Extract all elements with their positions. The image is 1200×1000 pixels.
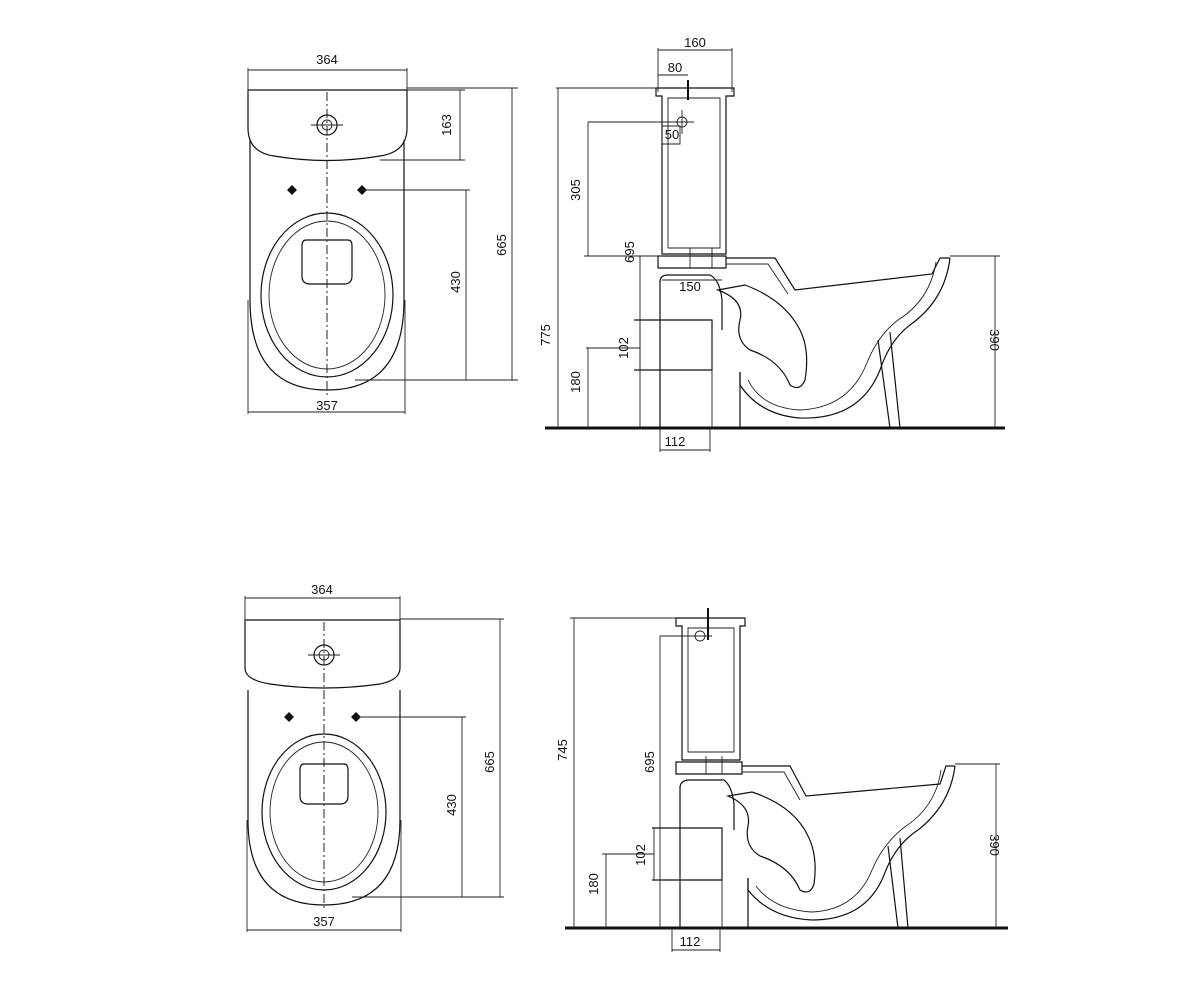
bowl-opening bbox=[301, 239, 353, 285]
top-view-2: 364 430 665 357 bbox=[244, 582, 504, 932]
trapway bbox=[725, 791, 816, 893]
dim-tank-width: 364 bbox=[316, 52, 338, 67]
bowl-foot bbox=[899, 837, 909, 929]
cistern-base bbox=[657, 255, 727, 269]
toilet-body-outline bbox=[247, 690, 401, 906]
cistern-outline bbox=[244, 619, 401, 689]
cistern-base bbox=[675, 761, 743, 775]
dim-seat-height: 390 bbox=[987, 329, 1002, 351]
bowl-opening bbox=[299, 763, 349, 805]
seat-ring-inner bbox=[268, 220, 386, 370]
bowl-rim-inner bbox=[742, 771, 801, 801]
dim-outlet-height: 180 bbox=[586, 873, 601, 895]
dim-tank-depth: 163 bbox=[439, 114, 454, 136]
bowl-foot bbox=[889, 331, 901, 429]
dim-seat-height: 390 bbox=[987, 834, 1002, 856]
dim-overall-height: 775 bbox=[538, 324, 553, 346]
fixing-hole-left bbox=[287, 185, 297, 195]
dim-overall-depth: 665 bbox=[482, 751, 497, 773]
bowl-foot-inner bbox=[887, 845, 899, 929]
bowl-rim bbox=[742, 765, 955, 797]
bowl-outer bbox=[747, 765, 956, 921]
outlet-pipe bbox=[634, 319, 713, 371]
dim-box bbox=[661, 125, 681, 145]
dim-bowl-width: 357 bbox=[313, 914, 335, 929]
dim-tank-width: 364 bbox=[311, 582, 333, 597]
dim-overall-depth: 665 bbox=[494, 234, 509, 256]
dim-outlet-offset: 150 bbox=[679, 279, 701, 294]
trapway bbox=[715, 284, 808, 389]
pedestal-curve bbox=[679, 779, 735, 830]
bowl-outer-inner bbox=[747, 261, 937, 411]
dim-cistern-depth: 160 bbox=[684, 35, 706, 50]
bowl-outer-inner bbox=[755, 769, 942, 913]
dim-tank-base-height: 695 bbox=[622, 241, 637, 263]
dim-fixing-holes: 430 bbox=[448, 271, 463, 293]
dim-inlet-diameter: 50 bbox=[665, 127, 679, 142]
cistern-side bbox=[675, 617, 746, 761]
cistern-inner-wall bbox=[667, 97, 721, 249]
bowl-rim-inner bbox=[726, 263, 789, 295]
dim-outlet-height: 180 bbox=[568, 371, 583, 393]
bowl-foot-inner bbox=[877, 339, 891, 429]
dim-overall-height: 745 bbox=[555, 739, 570, 761]
dim-tank-base-height: 695 bbox=[642, 751, 657, 773]
pedestal-curve bbox=[659, 274, 723, 330]
dim-inlet-height: 305 bbox=[568, 179, 583, 201]
bowl-rim bbox=[726, 257, 950, 291]
dim-inlet-offset: 80 bbox=[668, 60, 682, 75]
cistern-outline bbox=[247, 89, 408, 162]
side-view-1: 160 80 50 305 775 695 150 102 180 390 bbox=[538, 35, 1005, 452]
dim-bowl-width: 357 bbox=[316, 398, 338, 413]
dim-outlet-width: 112 bbox=[680, 934, 701, 949]
cistern-side bbox=[655, 87, 735, 255]
dim-outlet-width: 112 bbox=[665, 434, 686, 449]
outlet-pipe bbox=[652, 827, 723, 881]
bowl-outer bbox=[739, 257, 951, 419]
fixing-hole-left bbox=[284, 712, 294, 722]
dim-fixing-holes: 430 bbox=[444, 794, 459, 816]
top-view-1: 364 163 430 665 357 bbox=[247, 52, 518, 414]
dim-outlet-diameter: 102 bbox=[633, 844, 648, 866]
side-view-2: 745 695 102 180 390 112 bbox=[555, 608, 1008, 952]
cistern-inner-wall bbox=[687, 627, 735, 753]
